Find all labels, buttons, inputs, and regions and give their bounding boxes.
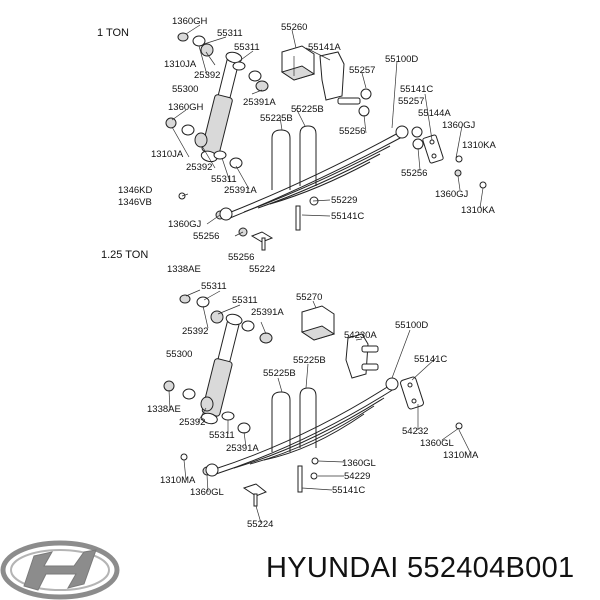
part-label: 55225B: [263, 368, 296, 379]
part-label: 1360GL: [342, 458, 376, 469]
part-label: 25391A: [224, 185, 257, 196]
shackle-1: [422, 134, 444, 164]
part-labels-1-ton: 1360GH 55311 55260 1310JA 25392 55311 55…: [118, 16, 496, 275]
section-title: 1 TON: [97, 27, 129, 39]
part-label: 55225B: [291, 104, 324, 115]
part-label: 1360GH: [172, 16, 208, 27]
part-label: 1360GJ: [435, 189, 469, 200]
part-label: 25392: [186, 162, 212, 173]
part-label: 55224: [247, 519, 273, 530]
part-label: 55311: [232, 295, 258, 306]
part-label: 1310JA: [164, 59, 197, 70]
part-label: 55229: [331, 195, 357, 206]
part-label: 55225B: [260, 113, 293, 124]
part-label: 55141C: [332, 485, 365, 496]
part-number-caption: HYUNDAI 552404B001: [266, 552, 575, 584]
part-label: 25391A: [226, 443, 259, 454]
part-label: 1360GJ: [442, 120, 476, 131]
part-label: 1310MA: [160, 475, 196, 486]
part-label: 55141C: [414, 354, 447, 365]
part-label: 55100D: [385, 54, 418, 65]
section-title: 1.25 TON: [101, 249, 148, 261]
part-label: 1346VB: [118, 197, 152, 208]
part-label: 55256: [228, 252, 254, 263]
part-label: 25392: [179, 417, 205, 428]
part-label: 55257: [349, 65, 375, 76]
center-bolt-1: [250, 205, 301, 251]
part-label: 55256: [339, 126, 365, 137]
bump-stopper-1: [280, 45, 316, 81]
part-label: 25392: [194, 70, 220, 81]
part-label: 1360GH: [168, 102, 204, 113]
part-label: 54232: [402, 426, 428, 437]
part-label: 55225B: [293, 355, 326, 366]
part-label: 25391A: [243, 97, 276, 108]
part-label: 1310MA: [443, 450, 479, 461]
part-label: 55224: [249, 264, 275, 275]
spring-hanger-1: [319, 51, 361, 105]
part-label: 1360GL: [190, 487, 224, 498]
part-label: 55141C: [400, 84, 433, 95]
part-label: 25391A: [251, 307, 284, 318]
section-1-25-ton: [163, 294, 463, 507]
leader-lines: [168, 24, 484, 524]
shock-absorber-1: [200, 51, 243, 163]
part-label: 55260: [281, 22, 307, 33]
center-bolt-2: [242, 465, 303, 507]
part-label: 55144A: [418, 108, 451, 119]
part-label: 55257: [398, 96, 424, 107]
part-label: 55311: [209, 430, 235, 441]
leaf-spring-1: [219, 125, 409, 221]
part-label: 1360GJ: [168, 219, 202, 230]
part-label: 55256: [193, 231, 219, 242]
bushings-1: [165, 32, 487, 237]
spring-hanger-2: [345, 333, 379, 379]
part-label: 55256: [401, 168, 427, 179]
u-bolts-2: [271, 387, 317, 452]
part-labels-1-25-ton: 1338AE 55311 55311 55270 25391A 25392 54…: [147, 264, 479, 530]
part-label: 55300: [166, 349, 192, 360]
part-label: 55311: [217, 28, 243, 39]
part-label: 55141C: [331, 211, 364, 222]
part-label: 55141A: [308, 42, 341, 53]
part-label: 54229: [344, 471, 370, 482]
part-label: 55270: [296, 292, 322, 303]
leaf-spring-2: [205, 377, 399, 477]
section-1-ton: [165, 32, 487, 251]
part-label: 1310KA: [462, 140, 496, 151]
hyundai-logo: [0, 540, 120, 600]
part-label: 55100D: [395, 320, 428, 331]
part-label: 55311: [201, 281, 227, 292]
shackle-2: [400, 376, 424, 410]
bump-stopper-2: [300, 305, 336, 341]
part-label: 1338AE: [147, 404, 181, 415]
part-label: 1346KD: [118, 185, 152, 196]
part-label: 54230A: [344, 330, 377, 341]
part-label: 1338AE: [167, 264, 201, 275]
part-label: 25392: [182, 326, 208, 337]
part-label: 55300: [172, 84, 198, 95]
part-label: 1310KA: [461, 205, 495, 216]
part-label: 1310JA: [151, 149, 184, 160]
part-label: 55311: [234, 42, 260, 53]
u-bolts-1: [271, 125, 317, 190]
part-label: 55311: [211, 174, 237, 185]
part-label: 1360GL: [420, 438, 454, 449]
